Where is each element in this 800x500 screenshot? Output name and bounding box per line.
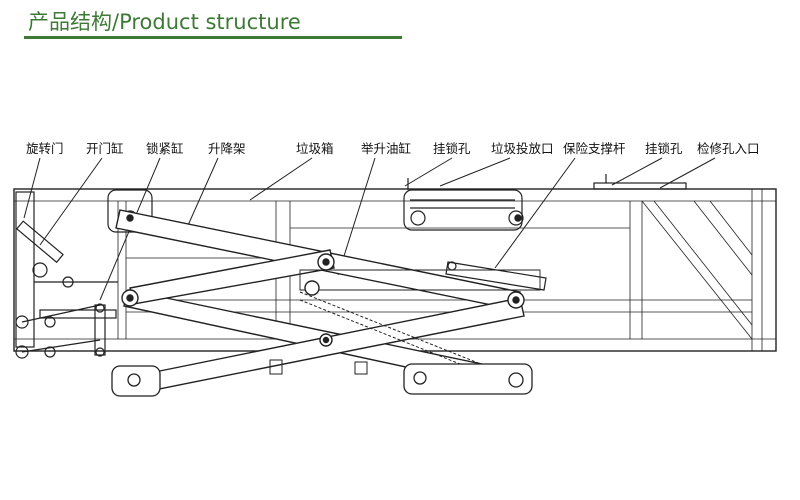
leader-rotating-door <box>23 157 41 219</box>
leader-garbage-bin <box>249 157 313 201</box>
bottom-feet <box>111 363 533 397</box>
label-garbage-inlet: 垃圾投放口 <box>491 141 554 156</box>
leader-door-cylinder <box>39 157 103 246</box>
leader-lock-hole-1 <box>404 157 453 187</box>
label-lifting-frame: 升降架 <box>208 141 246 156</box>
title-underline <box>24 36 402 39</box>
label-garbage-bin: 垃圾箱 <box>296 141 334 156</box>
rotating-door <box>15 191 118 359</box>
page-title: 产品结构/Product structure <box>28 10 301 34</box>
label-rotating-door: 旋转门 <box>26 141 64 156</box>
label-inspection-hole: 检修孔入口 <box>697 141 760 156</box>
label-locking-cylinder: 锁紧缸 <box>146 141 184 156</box>
label-lock-hole-1: 挂锁孔 <box>433 141 471 156</box>
leader-lock-hole-2 <box>611 157 663 186</box>
leader-safety-rod <box>494 157 576 269</box>
label-lift-cylinder: 举升油缸 <box>361 141 411 156</box>
top-brackets <box>107 174 687 233</box>
locking-cylinder <box>94 303 106 357</box>
leader-lifting-frame <box>184 157 219 233</box>
lift-cylinder <box>269 291 517 385</box>
label-safety-support-rod: 保险支撑杆 <box>563 141 626 156</box>
label-door-cylinder: 开门缸 <box>86 141 124 156</box>
safety-support-rod <box>445 261 547 291</box>
bin-frame <box>13 188 777 352</box>
leader-garbage-inlet <box>439 157 511 187</box>
label-lock-hole-2: 挂锁孔 <box>645 141 683 156</box>
